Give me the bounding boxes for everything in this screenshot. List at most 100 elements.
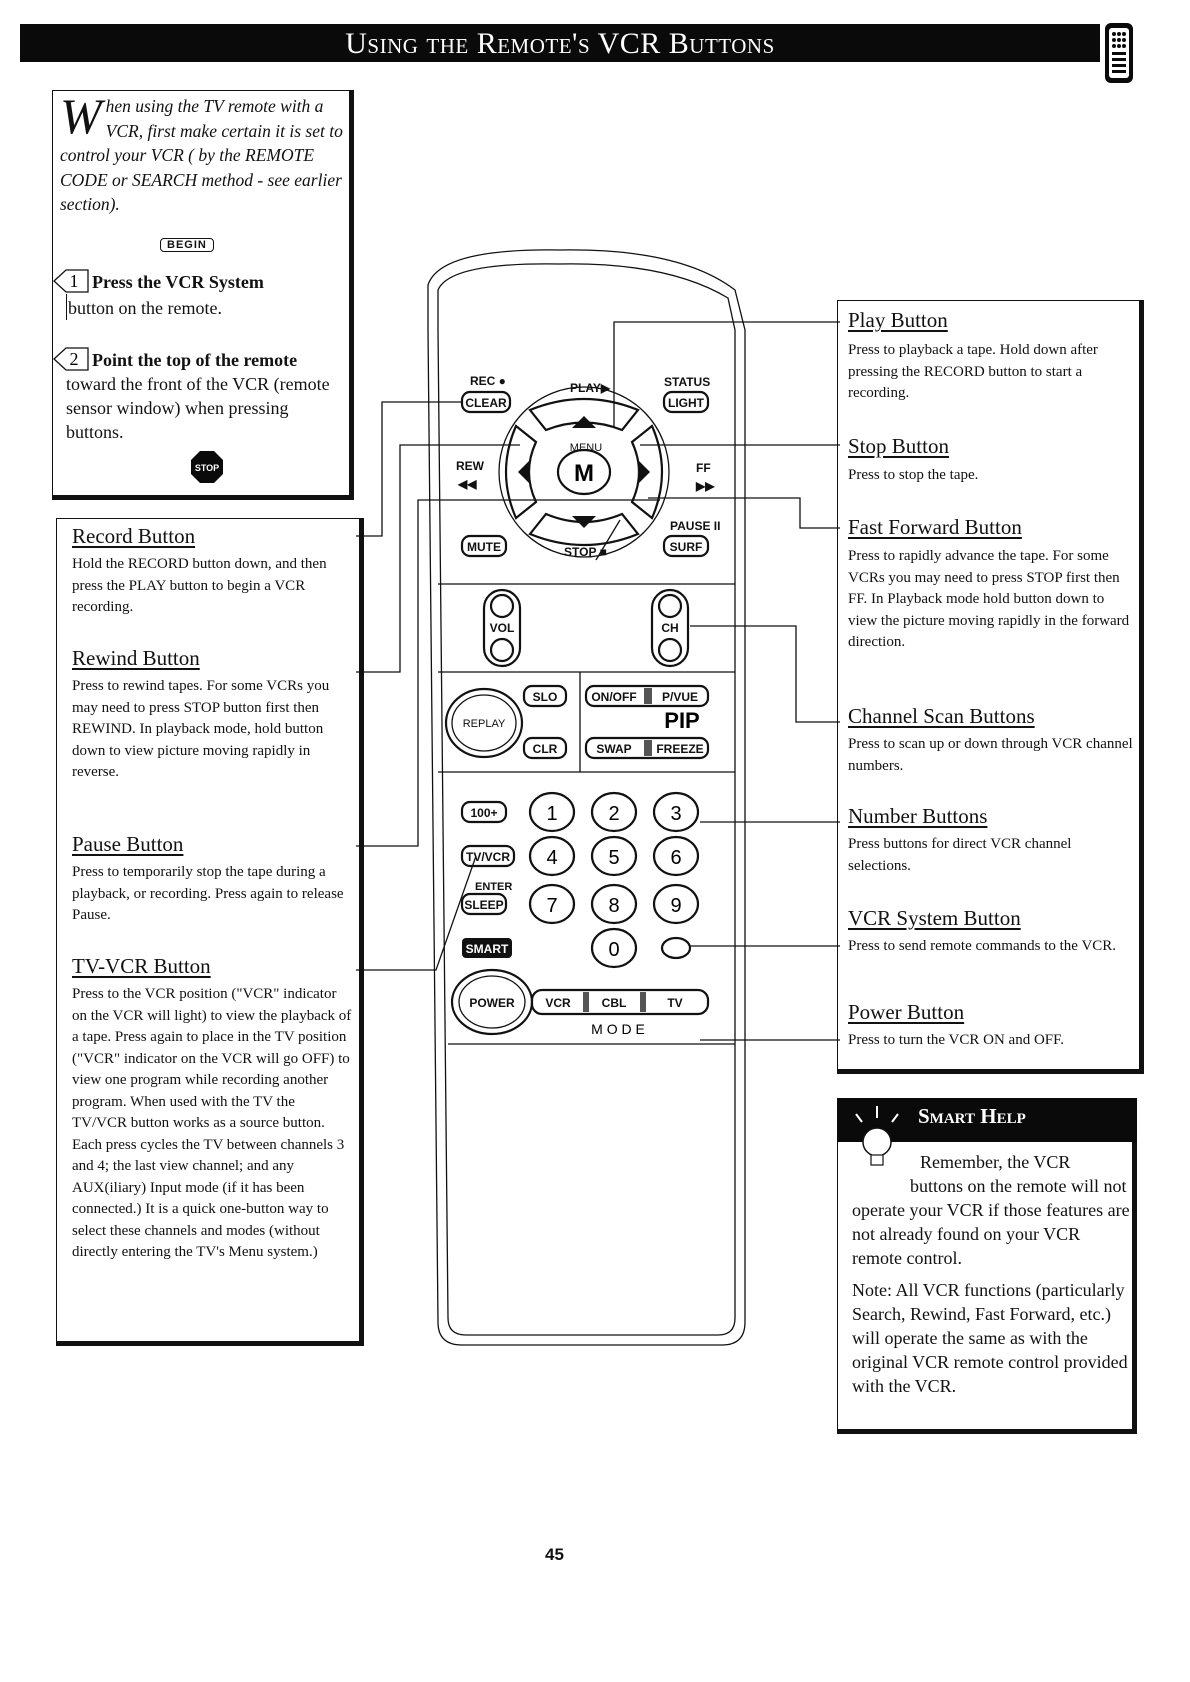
smart-help-text-2: buttons on the remote will not operate y… xyxy=(852,1176,1130,1268)
swap-label: SWAP xyxy=(596,742,631,756)
mute-button xyxy=(460,534,508,558)
play-arrow-button xyxy=(528,397,640,432)
left-callouts-box xyxy=(56,518,364,1346)
stop-body: Press to stop the tape. xyxy=(848,467,979,483)
channel-title: Channel Scan Buttons xyxy=(848,704,1035,728)
stop-label: STOP ■ xyxy=(564,545,607,559)
tvvcr-label: TV/VCR xyxy=(466,850,510,864)
clear-label: CLEAR xyxy=(465,396,507,410)
smart-label: SMART xyxy=(466,942,509,956)
clr-label: CLR xyxy=(533,742,558,756)
page-number: 45 xyxy=(545,1545,564,1564)
right-callouts-box xyxy=(837,300,1144,1074)
stop-arrow-button xyxy=(528,512,640,547)
step-2-arrow-icon: 2 xyxy=(53,347,89,371)
record-body: Hold the RECORD button down, and then pr… xyxy=(72,556,327,615)
light-button xyxy=(662,390,710,414)
digit-4-button xyxy=(528,835,576,877)
mode-switch xyxy=(530,988,710,1016)
ch-label: CH xyxy=(661,621,678,635)
step-2-number: 2 xyxy=(70,349,79,369)
rew-label: REW xyxy=(456,459,485,473)
step-1-bold: Press the VCR System xyxy=(92,272,264,292)
freeze-label: FREEZE xyxy=(656,742,703,756)
remote-body-inner xyxy=(437,263,736,1336)
record-title: Record Button xyxy=(72,524,196,548)
step-1-arrow-icon: 1 xyxy=(53,269,89,293)
sleep-label: SLEEP xyxy=(464,898,503,912)
pause-label: PAUSE II xyxy=(670,519,720,533)
intro-text: hen using the TV remote with a VCR, firs… xyxy=(60,96,343,214)
digit-5-button xyxy=(590,835,638,877)
digit-2-label: 2 xyxy=(608,803,619,825)
digit-1-button xyxy=(528,791,576,833)
rewind-body: Press to rewind tapes. For some VCRs you… xyxy=(72,678,330,780)
digit-0-button xyxy=(590,927,638,969)
step-2-rest: toward the front of the VCR (remote sens… xyxy=(66,374,330,442)
ff-label: FF xyxy=(696,461,711,475)
number-title: Number Buttons xyxy=(848,804,988,828)
surf-label: SURF xyxy=(670,540,703,554)
digit-3-button xyxy=(652,791,700,833)
tvvcr-button xyxy=(460,844,516,868)
rew-symbol: ◀◀ xyxy=(457,477,477,491)
status-label: STATUS xyxy=(664,375,710,389)
slo-label: SLO xyxy=(533,690,558,704)
intro-dropcap: W xyxy=(60,88,102,144)
stop-sign-icon: STOP xyxy=(191,451,223,483)
pause-body: Press to temporarily stop the tape durin… xyxy=(72,864,344,923)
stop-sign-label: STOP xyxy=(195,463,219,473)
digit-0-label: 0 xyxy=(608,939,619,961)
digit-buttons: 1 2 3 4 5 6 7 8 9 0 xyxy=(528,791,700,969)
power-label: POWER xyxy=(469,996,515,1010)
digit-9-button xyxy=(652,883,700,925)
intro-box xyxy=(52,90,354,500)
smart-button xyxy=(462,938,512,958)
mode-vcr-label: VCR xyxy=(545,996,571,1010)
pause-title: Pause Button xyxy=(72,832,184,856)
intro-top-rule xyxy=(52,90,352,91)
rewind-title: Rewind Button xyxy=(72,646,200,670)
digit-8-label: 8 xyxy=(608,895,619,917)
light-label: LIGHT xyxy=(668,396,705,410)
replay-label: REPLAY xyxy=(463,718,506,730)
smart-help-text-1: Remember, the VCR xyxy=(920,1152,1071,1172)
replay-button xyxy=(444,687,524,759)
100-button xyxy=(460,800,508,824)
pvue-label: P/VUE xyxy=(662,690,698,704)
begin-badge: BEGIN xyxy=(160,238,214,252)
digit-8-button xyxy=(590,883,638,925)
mode-cbl-label: CBL xyxy=(602,996,627,1010)
vcrsystem-title: VCR System Button xyxy=(848,906,1021,930)
100-label: 100+ xyxy=(470,806,497,820)
digit-9-label: 9 xyxy=(670,895,681,917)
step-1-rest: button on the remote. xyxy=(68,298,222,318)
menu-m-label: M xyxy=(574,460,594,487)
number-body: Press buttons for direct VCR channel sel… xyxy=(848,836,1072,874)
ff-title: Fast Forward Button xyxy=(848,515,1022,539)
rec-label: REC ● xyxy=(470,374,506,388)
mode-label: M O D E xyxy=(591,1021,645,1037)
digit-6-label: 6 xyxy=(670,847,681,869)
tvvcr-body: Press to the VCR position ("VCR" indicat… xyxy=(72,986,352,1260)
channel-body: Press to scan up or down through VCR cha… xyxy=(848,736,1133,774)
digit-1-label: 1 xyxy=(546,803,557,825)
smart-help-note: Note: All VCR functions (particularly Se… xyxy=(852,1280,1128,1396)
power-body: Press to turn the VCR ON and OFF. xyxy=(848,1032,1065,1048)
sleep-button xyxy=(460,892,508,916)
remote-control-icon xyxy=(1105,23,1133,83)
step-1-rule xyxy=(66,294,67,320)
clr-button xyxy=(522,736,568,760)
vcrsystem-body: Press to send remote commands to the VCR… xyxy=(848,938,1117,954)
vcr-system-button xyxy=(660,936,692,960)
digit-2-button xyxy=(590,791,638,833)
digit-5-label: 5 xyxy=(608,847,619,869)
enter-label: ENTER xyxy=(475,881,512,893)
digit-4-label: 4 xyxy=(546,847,557,869)
mute-label: MUTE xyxy=(467,540,501,554)
surf-button xyxy=(662,534,710,558)
stop-title: Stop Button xyxy=(848,434,949,458)
step-1-number: 1 xyxy=(70,271,79,291)
